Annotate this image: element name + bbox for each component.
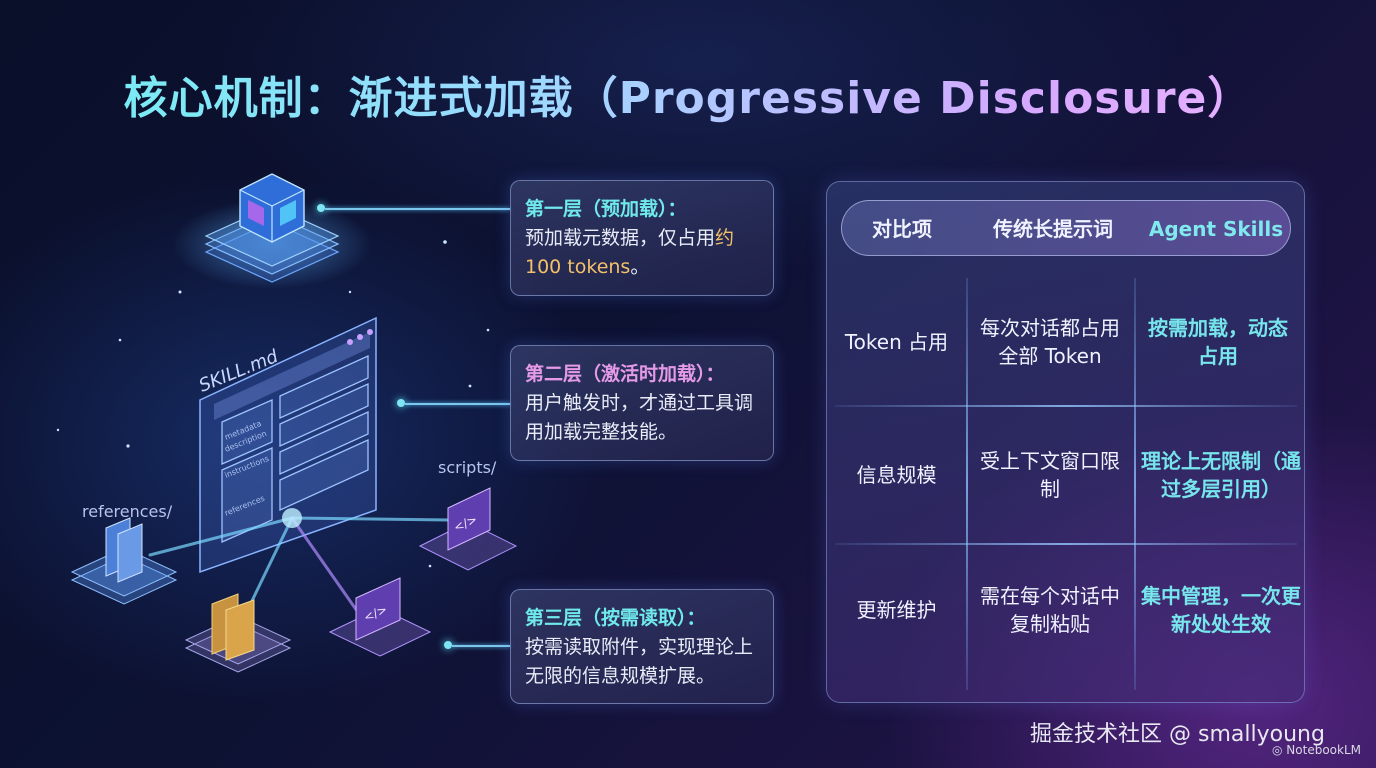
light-beams xyxy=(148,508,452,620)
comparison-table: 对比项 传统长提示词 Agent Skills Token 占用 每次对话都占用… xyxy=(826,181,1305,703)
skill-document-icon: SKILL.md metadata description instructio… xyxy=(196,316,377,574)
table-row-2-skills: 理论上无限制（通过多层引用） xyxy=(1141,448,1301,501)
star-particles xyxy=(56,240,490,568)
watermark: 掘金技术社区 @ smallyoung xyxy=(1030,722,1325,747)
header-agent-skills: Agent Skills xyxy=(1148,217,1284,241)
scripts-folder-icon: </> xyxy=(418,487,518,571)
table-row-1-item: Token 占用 xyxy=(844,329,949,354)
connector-dot xyxy=(317,204,325,212)
header-traditional: 传统长提示词 xyxy=(993,217,1113,241)
references-folder-icon xyxy=(70,517,178,605)
code-file-icon: </> xyxy=(328,577,432,657)
table-row-2-traditional: 受上下文窗口限制 xyxy=(980,448,1120,501)
notebooklm-brand: ◎ NotebookLM xyxy=(1272,743,1361,757)
layer-3-text: 按需读取附件，实现理论上无限的信息规模扩展。 xyxy=(525,636,754,687)
layer-1-title: 第一层（预加载）： xyxy=(525,198,687,220)
connector-dot xyxy=(444,641,452,649)
layer-2-text: 用户触发时，才通过工具调用加载完整技能。 xyxy=(525,392,754,443)
layer-3-callout: 第三层（按需读取）： 按需读取附件，实现理论上无限的信息规模扩展。 xyxy=(510,589,774,704)
page-title: 核心机制：渐进式加载（Progressive Disclosure） xyxy=(0,62,1376,126)
metadata-cube-icon xyxy=(172,173,372,289)
connector-line-3 xyxy=(452,645,510,647)
attachment-files-icon xyxy=(184,593,292,673)
connector-dot xyxy=(397,399,405,407)
table-row-3-skills: 集中管理，一次更新处处生效 xyxy=(1141,584,1301,636)
layer-2-callout: 第二层（激活时加载）： 用户触发时，才通过工具调用加载完整技能。 xyxy=(510,345,774,461)
connector-line-1 xyxy=(325,208,510,210)
notebooklm-icon: ◎ xyxy=(1272,743,1287,757)
layer-2-title: 第二层（激活时加载）： xyxy=(525,363,725,385)
table-row-1-skills: 按需加载，动态占用 xyxy=(1148,315,1288,368)
connector-line-2 xyxy=(405,403,510,405)
table-row-2-item: 信息规模 xyxy=(856,462,937,487)
token-highlight: 约 100 tokens xyxy=(525,227,735,278)
table-header: 对比项 传统长提示词 Agent Skills xyxy=(841,200,1291,256)
references-label: references/ xyxy=(82,502,173,521)
header-item: 对比项 xyxy=(872,217,932,241)
layer-3-title: 第三层（按需读取）： xyxy=(525,607,706,629)
table-row-1-traditional: 每次对话都占用全部 Token xyxy=(980,315,1120,368)
scripts-label: scripts/ xyxy=(438,458,497,477)
table-row-3-traditional: 需在每个对话中复制粘贴 xyxy=(980,584,1120,636)
table-row-3-item: 更新维护 xyxy=(856,598,937,622)
layer-1-callout: 第一层（预加载）： 预加载元数据，仅占用约 100 tokens。 xyxy=(510,180,774,296)
layer-1-text: 预加载元数据，仅占用约 100 tokens。 xyxy=(525,227,735,278)
